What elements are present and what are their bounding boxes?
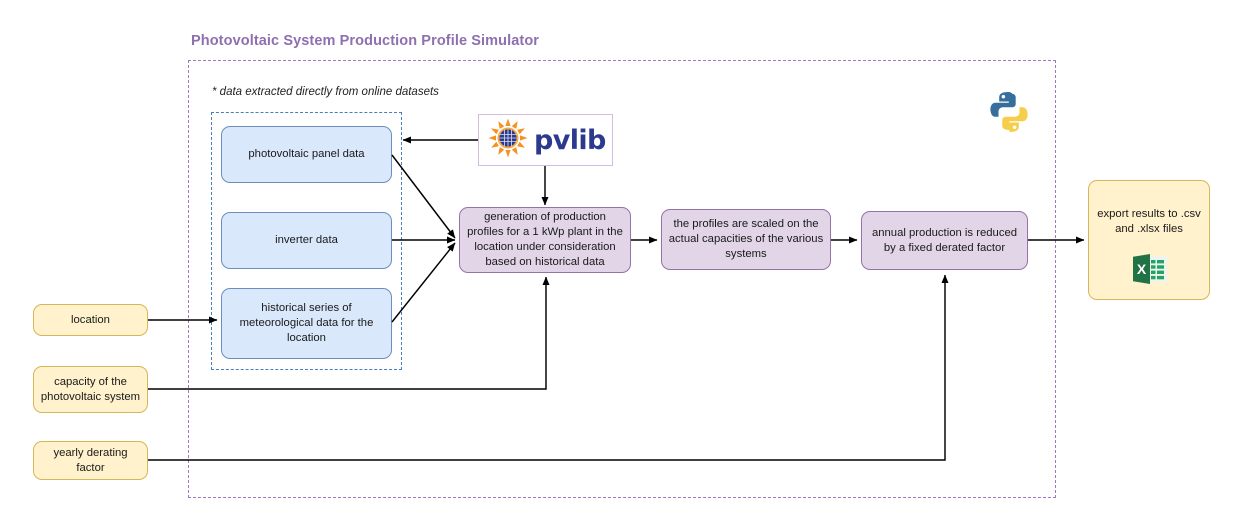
node-generation-of-production-profiles[interactable]: generation of production profiles for a … — [459, 207, 631, 273]
node-historical-meteorological-data[interactable]: historical series of meteorological data… — [221, 288, 392, 359]
node-label: historical series of meteorological data… — [239, 302, 374, 344]
node-export-results[interactable]: export results to .csv and .xlsx files X — [1088, 180, 1210, 300]
excel-icon: X — [1131, 253, 1169, 285]
node-label: yearly derating factor — [53, 446, 128, 474]
node-label: the profiles are scaled on the actual ca… — [668, 218, 824, 260]
page-title: Photovoltaic System Production Profile S… — [191, 33, 540, 49]
node-label: photovoltaic panel data — [248, 148, 365, 161]
node-label: location — [71, 313, 110, 326]
export-label: export results to .csv and .xlsx files — [1097, 208, 1201, 235]
data-source-note: * data extracted directly from online da… — [212, 86, 439, 98]
node-label: inverter data — [275, 234, 338, 247]
node-label: annual production is reduced by a fixed … — [871, 226, 1018, 254]
input-location[interactable]: location — [33, 304, 148, 336]
svg-text:X: X — [1137, 261, 1147, 277]
node-annual-production-derated[interactable]: annual production is reduced by a fixed … — [861, 211, 1028, 270]
input-yearly-derating-factor[interactable]: yearly derating factor — [33, 441, 148, 480]
input-capacity-of-pv-system[interactable]: capacity of the photovoltaic system — [33, 366, 148, 413]
node-inverter-data[interactable]: inverter data — [221, 212, 392, 269]
pvlib-wordmark: pvlib — [534, 124, 606, 156]
node-profiles-scaled-to-capacity[interactable]: the profiles are scaled on the actual ca… — [661, 209, 831, 270]
node-photovoltaic-panel-data[interactable]: photovoltaic panel data — [221, 126, 392, 183]
node-label: capacity of the photovoltaic system — [40, 375, 141, 403]
pvlib-sun-panel-icon — [488, 118, 528, 163]
node-label: generation of production profiles for a … — [467, 211, 623, 268]
pvlib-logo-card: pvlib — [478, 114, 613, 166]
python-logo-icon — [985, 88, 1033, 136]
